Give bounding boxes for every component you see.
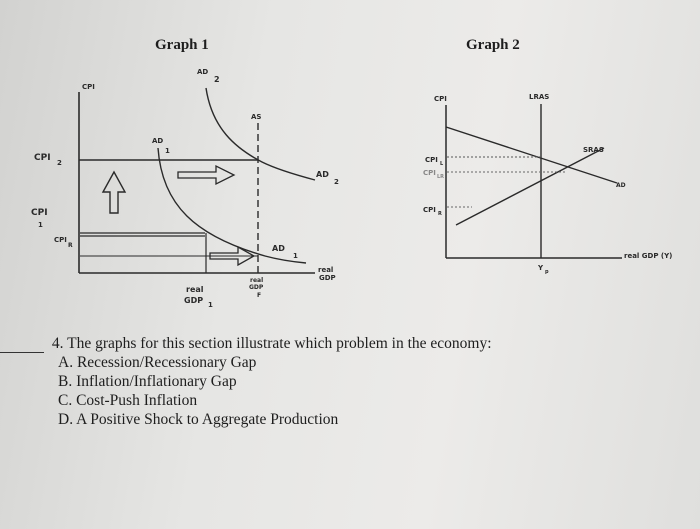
answer-blank[interactable] — [0, 352, 44, 353]
graph-1-real-gdp1-label-b: GDP — [184, 296, 203, 305]
option-c: C. Cost-Push Inflation — [58, 392, 198, 409]
graph-1-title: Graph 1 — [155, 37, 209, 53]
graph-1-cpi1-sub: 1 — [38, 221, 43, 229]
graph-2-cpi-top-sub: L — [440, 161, 444, 167]
question-block: 4. The graphs for this section illustrat… — [0, 334, 660, 429]
graph-2-cpi-mid-sub: LR — [437, 174, 444, 180]
option-d: D. A Positive Shock to Aggregate Product… — [58, 411, 339, 428]
graph-1-real-gdpf-label: real — [250, 277, 263, 284]
graph-1-y-axis-label: CPI — [82, 83, 95, 91]
graph-2-sras-label: SRAS — [583, 146, 604, 154]
graph-2-y-axis-label: CPI — [434, 95, 447, 103]
graph-1-as-label: AS — [251, 113, 261, 121]
graph-1: Graph 1 CPI CPI — [31, 37, 339, 309]
option-b: B. Inflation/Inflationary Gap — [58, 373, 237, 390]
graph-1-ad2-right-num: 2 — [334, 178, 339, 186]
arrow-right-lower-icon — [209, 245, 256, 267]
graph-2-ad-line — [445, 126, 618, 184]
graph-2-cpi-top-label: CPI — [425, 156, 438, 164]
graph-1-real-gdpf-label-b: GDP — [249, 284, 264, 291]
graph-2-sras-line — [455, 147, 605, 226]
graph-1-x-axis-label: real — [318, 266, 333, 274]
graph-1-real-gdp1-sub: 1 — [208, 301, 213, 309]
graph-1-ad1-bottom-num: 1 — [293, 252, 298, 260]
graph-1-cpi1-label: CPI — [31, 208, 48, 218]
graph-2-yp-sub: p — [545, 269, 549, 275]
graph-1-real-gdpf-sub: F — [257, 292, 261, 299]
question-stem: 4. The graphs for this section illustrat… — [51, 335, 492, 352]
graph-2-lras-label: LRAS — [529, 93, 549, 101]
graph-1-cpir-label: CPI — [54, 236, 67, 244]
graph-2-yp-label: Y — [537, 264, 544, 272]
graph-1-x-axis-label-b: GDP — [319, 274, 336, 282]
graph-2-ad-label: AD — [616, 182, 626, 189]
graph-1-cpi2-sub: 2 — [57, 159, 62, 167]
graph-2-cpi-low-label: CPI — [423, 206, 436, 214]
graph-2-title: Graph 2 — [466, 37, 520, 53]
graph-1-real-gdp1-label: real — [186, 285, 204, 294]
graph-1-ad2-top-num: 2 — [214, 75, 220, 84]
arrow-up-icon — [101, 170, 127, 214]
graph-1-ad1-left-num: 1 — [165, 147, 170, 155]
arrow-right-icon — [177, 164, 236, 186]
question-line: 4. The graphs for this section illustrat… — [0, 334, 660, 353]
graph-2-x-axis-label: real GDP (Y) — [624, 252, 672, 260]
graph-1-ad2-top-label: AD — [197, 68, 208, 76]
graph-1-cpir-sub: R — [68, 242, 73, 249]
graph-2-cpi-mid-label: CPI — [423, 169, 436, 177]
graph-1-ad2-curve — [205, 87, 316, 181]
graph-2-cpi-low-sub: R — [438, 211, 442, 217]
graph-1-cpi2-label: CPI — [34, 153, 51, 163]
graph-1-ad1-left-label: AD — [152, 137, 163, 145]
option-a: A. Recession/Recessionary Gap — [58, 354, 257, 371]
graph-2: Graph 2 CPI LRAS SRAS AD CPI L CPI LR CP… — [423, 37, 672, 275]
graph-1-ad2-right-label: AD — [316, 170, 329, 179]
graph-1-ad1-curve — [157, 147, 307, 264]
graph-1-ad1-bottom-label: AD — [272, 244, 285, 253]
